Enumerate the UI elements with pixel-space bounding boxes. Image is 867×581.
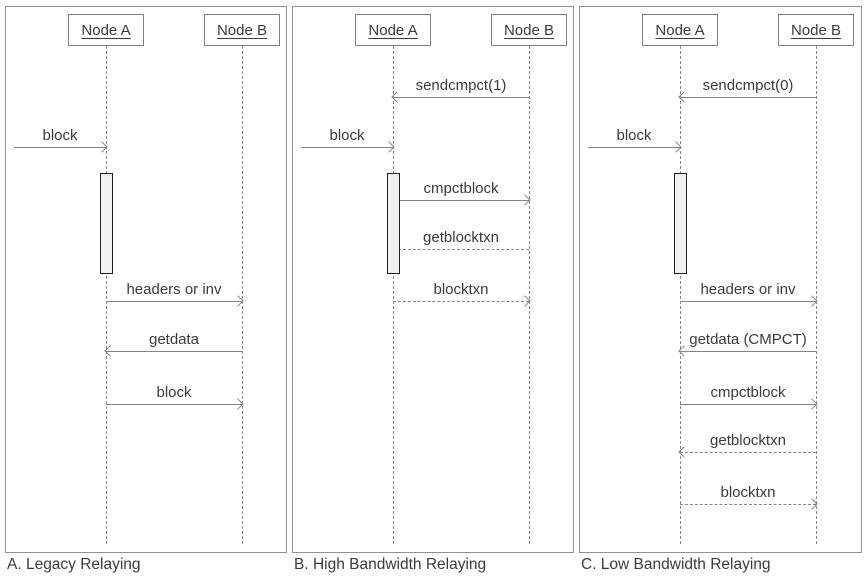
message-getblocktxn: getblocktxn [391,226,529,255]
arrow-line [680,504,816,505]
message-label: cmpctblock [710,384,786,401]
message-label: getblocktxn [423,229,499,246]
node-b-box: Node B [778,14,854,46]
arrow-line [588,147,680,148]
message-blocktxn: blocktxn [393,278,531,307]
node-a-box: Node A [355,14,431,46]
arrow-line [14,147,106,148]
message-label: sendcmpct(0) [702,77,794,94]
node-b-label: Node B [216,21,268,39]
message-label: headers or inv [126,281,222,298]
message-label: getdata [148,331,200,348]
message-headers-or-inv: headers or inv [106,278,244,307]
arrow-line [393,301,529,302]
message-label: sendcmpct(1) [415,77,507,94]
message-block-relay: block [106,381,244,410]
message-getdata: getdata [104,328,242,357]
message-cmpctblock: cmpctblock [393,177,531,206]
arrow-line [680,351,816,352]
node-b-box: Node B [204,14,280,46]
message-label: cmpctblock [423,180,499,197]
node-a-label: Node A [368,21,418,39]
node-a-box: Node A [642,14,718,46]
node-a-label: Node A [81,21,131,39]
lifeline-node-a [393,46,394,544]
arrow-line [393,200,529,201]
panel-low-bandwidth-relaying: Node A Node B sendcmpct(0) block headers… [579,6,862,553]
lifeline-node-a [106,46,107,544]
message-sendcmpct-1: sendcmpct(1) [391,74,529,103]
node-a-box: Node A [68,14,144,46]
node-b-label: Node B [503,21,555,39]
message-label: blocktxn [433,281,489,298]
lifeline-node-b [529,46,530,544]
activation-bar [387,173,400,274]
arrow-line [680,301,816,302]
arrow-line [680,97,816,98]
arrow-line [106,404,242,405]
caption-high-bandwidth-relaying: B. High Bandwidth Relaying [294,556,487,573]
message-label: block [42,127,78,144]
message-block-in: block [301,124,395,153]
message-sendcmpct-0: sendcmpct(0) [678,74,816,103]
message-headers-or-inv: headers or inv [680,278,818,307]
message-label: blocktxn [720,484,776,501]
arrow-line [680,404,816,405]
message-label: block [616,127,652,144]
caption-legacy-relaying: A. Legacy Relaying [7,556,141,573]
node-a-label: Node A [655,21,705,39]
message-getblocktxn: getblocktxn [678,429,816,458]
arrow-line [393,249,529,250]
panel-high-bandwidth-relaying: Node A Node B sendcmpct(1) block cmpctbl… [292,6,574,553]
caption-low-bandwidth-relaying: C. Low Bandwidth Relaying [581,556,771,573]
node-b-label: Node B [790,21,842,39]
lifeline-node-b [242,46,243,544]
message-label: block [156,384,192,401]
message-blocktxn: blocktxn [680,481,818,510]
node-b-box: Node B [491,14,567,46]
message-label: getdata (CMPCT) [689,331,807,348]
arrow-line [393,97,529,98]
lifeline-node-b [816,46,817,544]
arrow-line [301,147,393,148]
message-getdata-cmpct: getdata (CMPCT) [678,328,816,357]
message-block-in: block [588,124,682,153]
arrow-line [106,301,242,302]
message-label: getblocktxn [710,432,786,449]
lifeline-node-a [680,46,681,544]
activation-bar [100,173,113,274]
message-label: headers or inv [700,281,796,298]
arrow-line [680,452,816,453]
arrow-line [106,351,242,352]
message-label: block [329,127,365,144]
message-cmpctblock: cmpctblock [680,381,818,410]
message-block-in: block [14,124,108,153]
activation-bar [674,173,687,274]
panel-legacy-relaying: Node A Node B block headers or inv getda… [5,6,287,553]
